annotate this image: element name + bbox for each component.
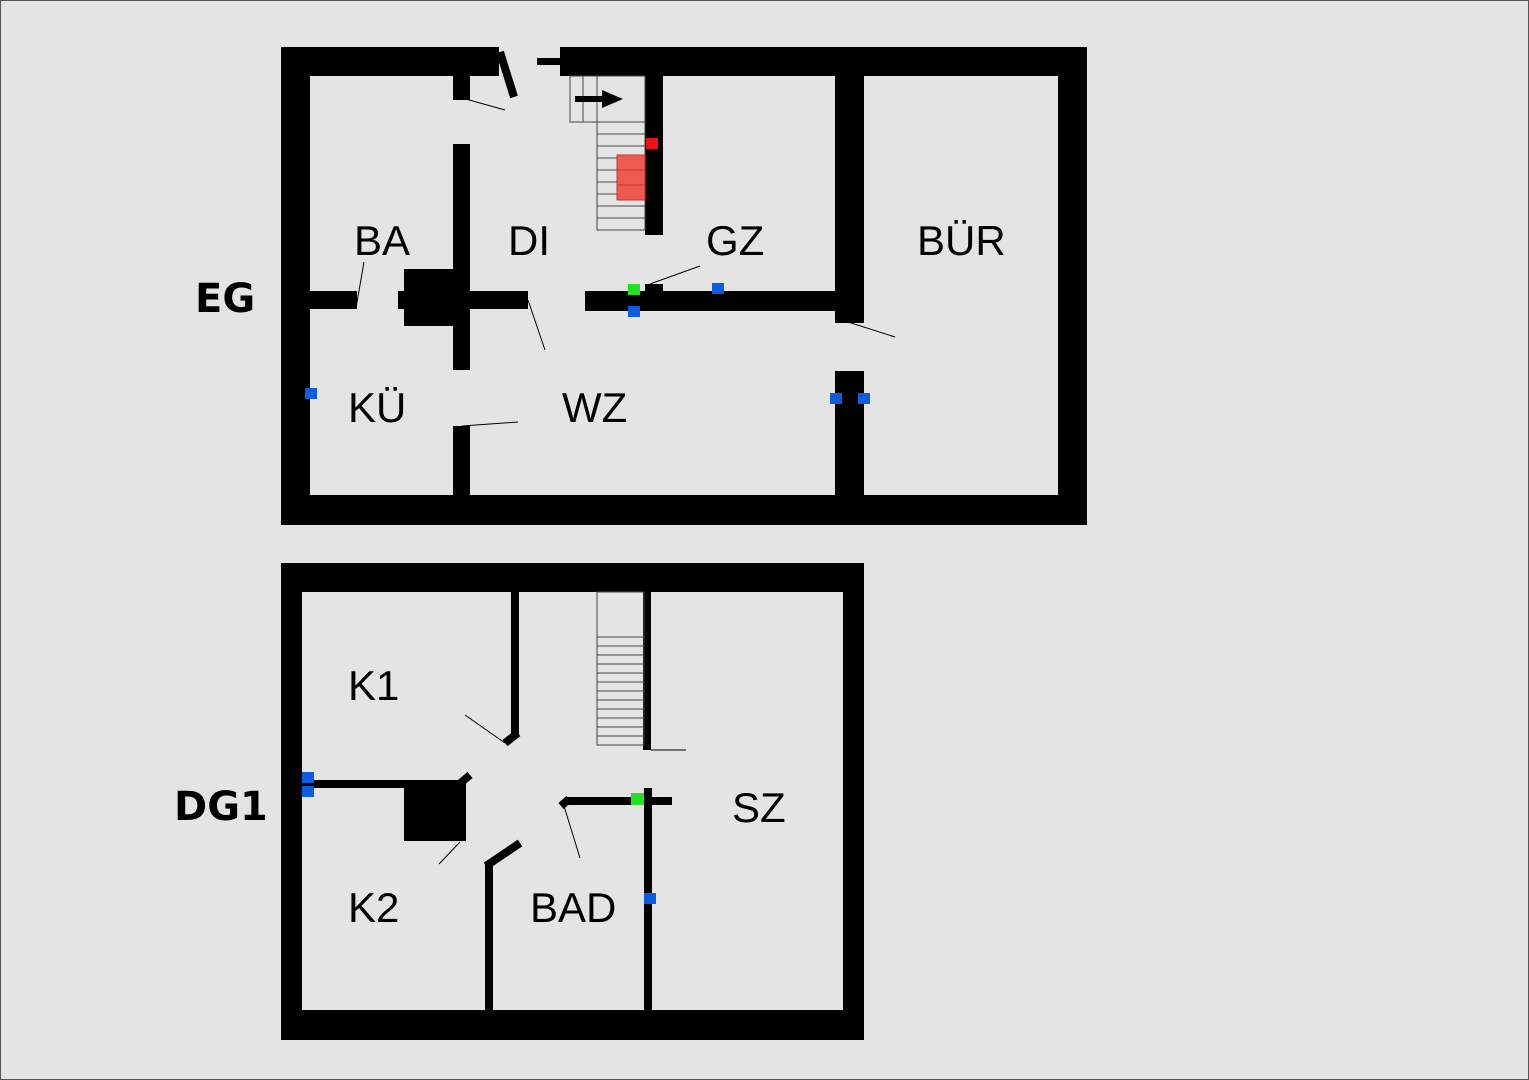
floor-dg1: K1 K2 BAD SZ DG1 [174, 563, 864, 1040]
floor-label-dg1: DG1 [174, 784, 268, 830]
staircase-dg1 [596, 591, 645, 746]
stove-icon [616, 154, 646, 201]
room-label-k1: K1 [348, 662, 399, 709]
eg-wall-top-left [281, 47, 499, 76]
dg1-door-bad [483, 839, 523, 870]
dg1-wall-right [843, 563, 864, 1040]
eg-wall-stair [645, 76, 663, 235]
eg-wall-gz-stub [645, 284, 663, 294]
door-swing-wz [527, 299, 546, 351]
door-swing-bur [847, 321, 896, 338]
green-sensor-marker[interactable] [628, 284, 640, 295]
eg-wall-bur-top [835, 76, 864, 323]
eg-wall-ku-wz [453, 426, 470, 525]
chimney-eg [404, 269, 469, 326]
blue-sensor-marker[interactable] [305, 388, 317, 399]
blue-sensor-marker[interactable] [302, 772, 314, 783]
blue-sensor-marker[interactable] [644, 893, 656, 904]
dg1-wall-left [281, 563, 302, 1040]
door-swing-ku [461, 421, 519, 427]
chimney-dg1 [404, 780, 466, 841]
blue-sensor-marker[interactable] [830, 393, 842, 404]
eg-wall-left [281, 47, 310, 525]
room-label-bur: BÜR [917, 217, 1006, 264]
blue-sensor-marker[interactable] [858, 393, 870, 404]
dg1-wall-bad-corner [558, 795, 572, 810]
eg-wall-bottom [281, 495, 1087, 525]
blue-sensor-marker[interactable] [302, 786, 314, 797]
stair-arrow-icon [575, 90, 623, 108]
door-swing-k2 [438, 841, 461, 865]
eg-wall-ba-top [453, 76, 470, 100]
red-sensor-marker[interactable] [646, 138, 658, 149]
room-label-k2: K2 [348, 884, 399, 931]
door-swing-gz [649, 265, 701, 285]
room-label-di: DI [508, 217, 550, 264]
room-label-ku: KÜ [348, 384, 406, 431]
eg-wall-ba-ku [310, 291, 357, 309]
floor-eg: BA DI GZ BÜR KÜ WZ EG [195, 47, 1087, 525]
eg-wall-gz-wz [585, 291, 836, 311]
eg-wall-top-right [560, 47, 1087, 76]
dg1-wall-bottom [281, 1010, 864, 1040]
green-sensor-marker[interactable] [631, 793, 644, 805]
dg1-wall-top [281, 563, 864, 592]
blue-sensor-marker[interactable] [628, 306, 640, 317]
eg-wall-right [1058, 47, 1087, 525]
door-swing-k1 [464, 714, 506, 744]
room-label-gz: GZ [706, 217, 764, 264]
door-swing-ba-ku [355, 261, 365, 309]
blue-sensor-marker[interactable] [712, 283, 724, 294]
eg-door-stop [537, 58, 561, 65]
dg1-wall-k1-corner [502, 729, 521, 747]
dg1-wall-k1-k2 [302, 780, 465, 788]
room-label-sz: SZ [732, 784, 786, 831]
dg1-wall-k2-corner [454, 771, 473, 790]
eg-wall-di-left [453, 144, 470, 370]
entrance-door [496, 50, 518, 99]
floor-label-eg: EG [195, 276, 255, 322]
door-swing-ba [461, 97, 506, 111]
room-label-bad: BAD [530, 884, 616, 931]
room-label-wz: WZ [562, 384, 627, 431]
door-swing-bad [563, 805, 581, 859]
room-label-ba: BA [354, 217, 410, 264]
